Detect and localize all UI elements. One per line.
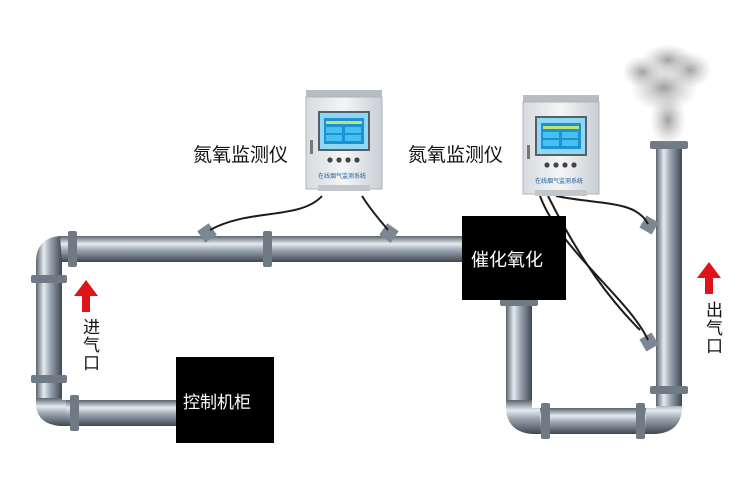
control-cabinet-label: 控制机柜 <box>183 393 251 413</box>
catalytic-oxidation-label: 催化氧化 <box>471 250 543 271</box>
outlet-pipe-loop <box>500 141 688 439</box>
analyzer-2-panel-title: 在线烟气监测系统 <box>535 178 584 185</box>
outlet-arrow-icon <box>697 262 721 294</box>
catalytic-oxidation-box <box>462 216 566 300</box>
analyzer-2-label: 氮氧监测仪 <box>408 144 504 166</box>
outlet-label: 出气口 <box>702 301 722 355</box>
sampling-cables <box>209 195 649 341</box>
inlet-label: 进气口 <box>79 318 99 372</box>
control-cabinet-box <box>176 357 274 443</box>
analyzer-1-label: 氮氧监测仪 <box>193 144 289 166</box>
nox-analyzer-1 <box>305 90 383 191</box>
smoke-plume <box>622 44 712 146</box>
nox-analyzer-2 <box>522 95 600 196</box>
inlet-pipe-loop <box>31 223 470 431</box>
analyzer-1-panel-title: 在线烟气监测系统 <box>318 173 367 180</box>
inlet-arrow-icon <box>74 280 98 312</box>
